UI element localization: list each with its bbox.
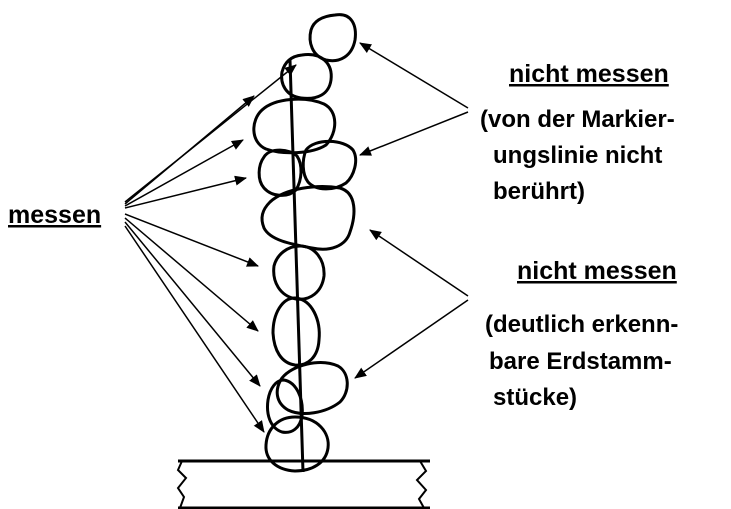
note-top-line-3: berührt) (493, 178, 585, 205)
note-bottom-line-3: stücke) (493, 384, 577, 411)
piece-7 (272, 244, 326, 301)
note-top-line-1: (von der Markier- (480, 106, 675, 133)
label-do-not-measure-bottom: nicht messen (517, 257, 677, 285)
piece-6 (260, 185, 356, 251)
piece-bottom (264, 415, 330, 473)
piece-9-unmeasured (275, 361, 349, 415)
marking-line (288, 59, 305, 473)
piece-top-unmeasured (308, 13, 357, 63)
measure-arrows (124, 64, 297, 433)
note-bottom-line-2: bare Erdstamm- (489, 348, 672, 375)
note-top-line-2: ungslinie nicht (493, 142, 662, 169)
label-do-not-measure-top: nicht messen (509, 60, 669, 88)
label-measure: messen (8, 201, 101, 229)
piece-8 (271, 296, 321, 367)
piece-5-unmeasured (301, 139, 358, 191)
piece-stack (252, 13, 358, 473)
piece-3 (252, 97, 337, 155)
note-bottom-line-1: (deutlich erkenn- (485, 311, 678, 338)
do-not-measure-arrows (354, 42, 469, 379)
